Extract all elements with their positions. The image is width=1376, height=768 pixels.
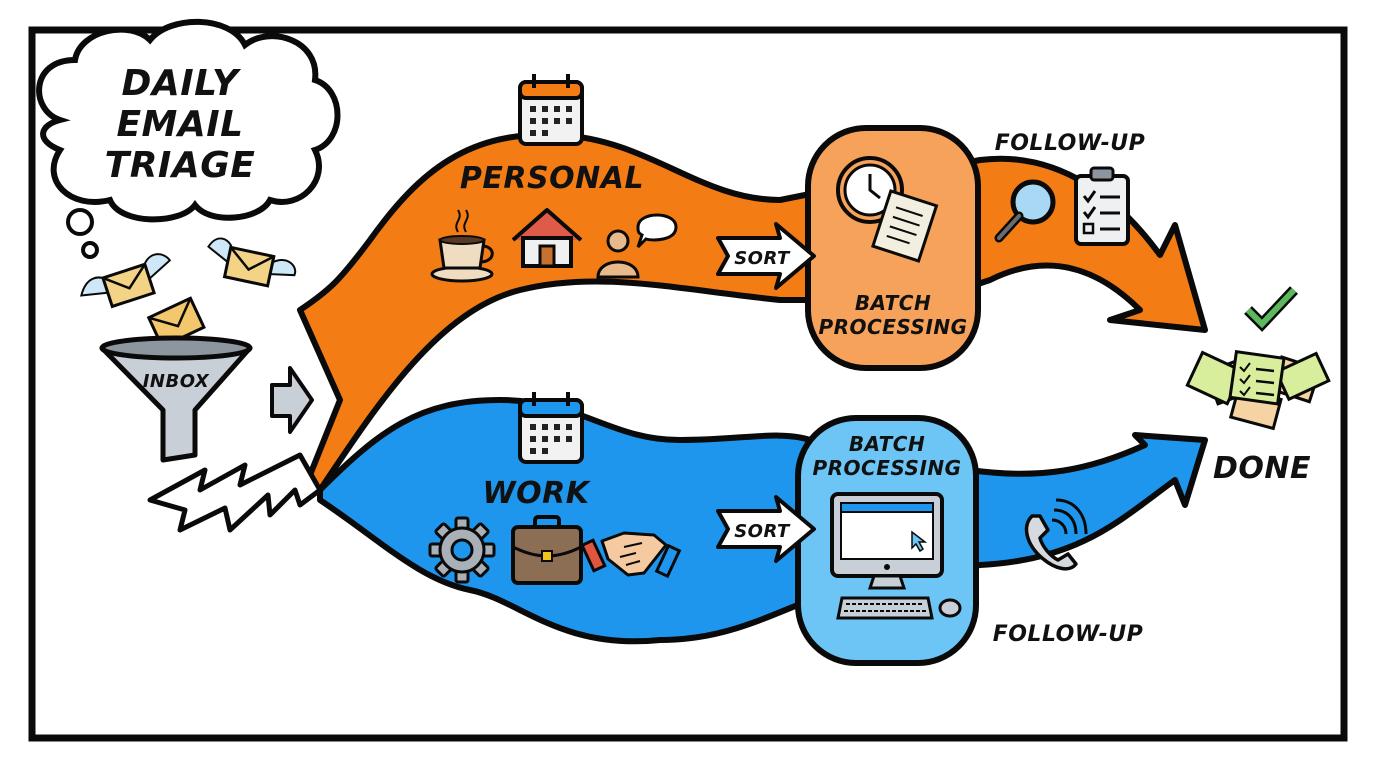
phone-icon [1024, 498, 1088, 571]
work-followup-label: FOLLOW-UP [993, 622, 1144, 647]
coffee-cup-icon [430, 209, 494, 283]
magnifier-icon [994, 179, 1056, 243]
work-sort-arrow: SORT [716, 495, 816, 563]
personal-sort-label: SORT [734, 248, 791, 269]
work-calendar-icon [518, 392, 584, 464]
personal-calendar-icon [518, 74, 584, 146]
inbox-label: INBOX [143, 371, 210, 392]
inbox-funnel: INBOX [99, 335, 253, 463]
personal-sort-arrow: SORT [716, 222, 816, 290]
personal-batch-line-2: PROCESSING [818, 315, 967, 339]
title-line-1: DAILY [121, 63, 241, 104]
completed-papers-icon [1185, 349, 1331, 431]
split-arrow-icon [270, 366, 314, 434]
winged-envelope-icon [207, 237, 297, 288]
title-thought-cloud: DAILY EMAIL TRIAGE [36, 18, 341, 259]
computer-icon [830, 492, 962, 620]
work-sort-label: SORT [734, 521, 791, 542]
personal-followup-label: FOLLOW-UP [995, 131, 1146, 156]
handshake-icon [580, 531, 682, 579]
title-line-3: TRIAGE [105, 145, 256, 186]
personal-batch-line-1: BATCH [855, 291, 931, 315]
gear-icon [428, 516, 496, 584]
work-batch-line-2: PROCESSING [812, 456, 961, 480]
person-speech-icon [596, 213, 678, 279]
work-label: WORK [483, 476, 592, 511]
house-icon [511, 208, 583, 268]
done-label: DONE [1213, 451, 1311, 486]
personal-label: PERSONAL [460, 161, 644, 196]
winged-envelope-icon [80, 253, 172, 309]
lightning-bolt [147, 452, 323, 533]
clock-documents-icon [836, 156, 939, 263]
clipboard-checklist-icon [1074, 166, 1130, 246]
work-batch-line-1: BATCH [849, 432, 925, 456]
briefcase-icon [511, 515, 583, 585]
title-line-2: EMAIL [116, 104, 243, 145]
